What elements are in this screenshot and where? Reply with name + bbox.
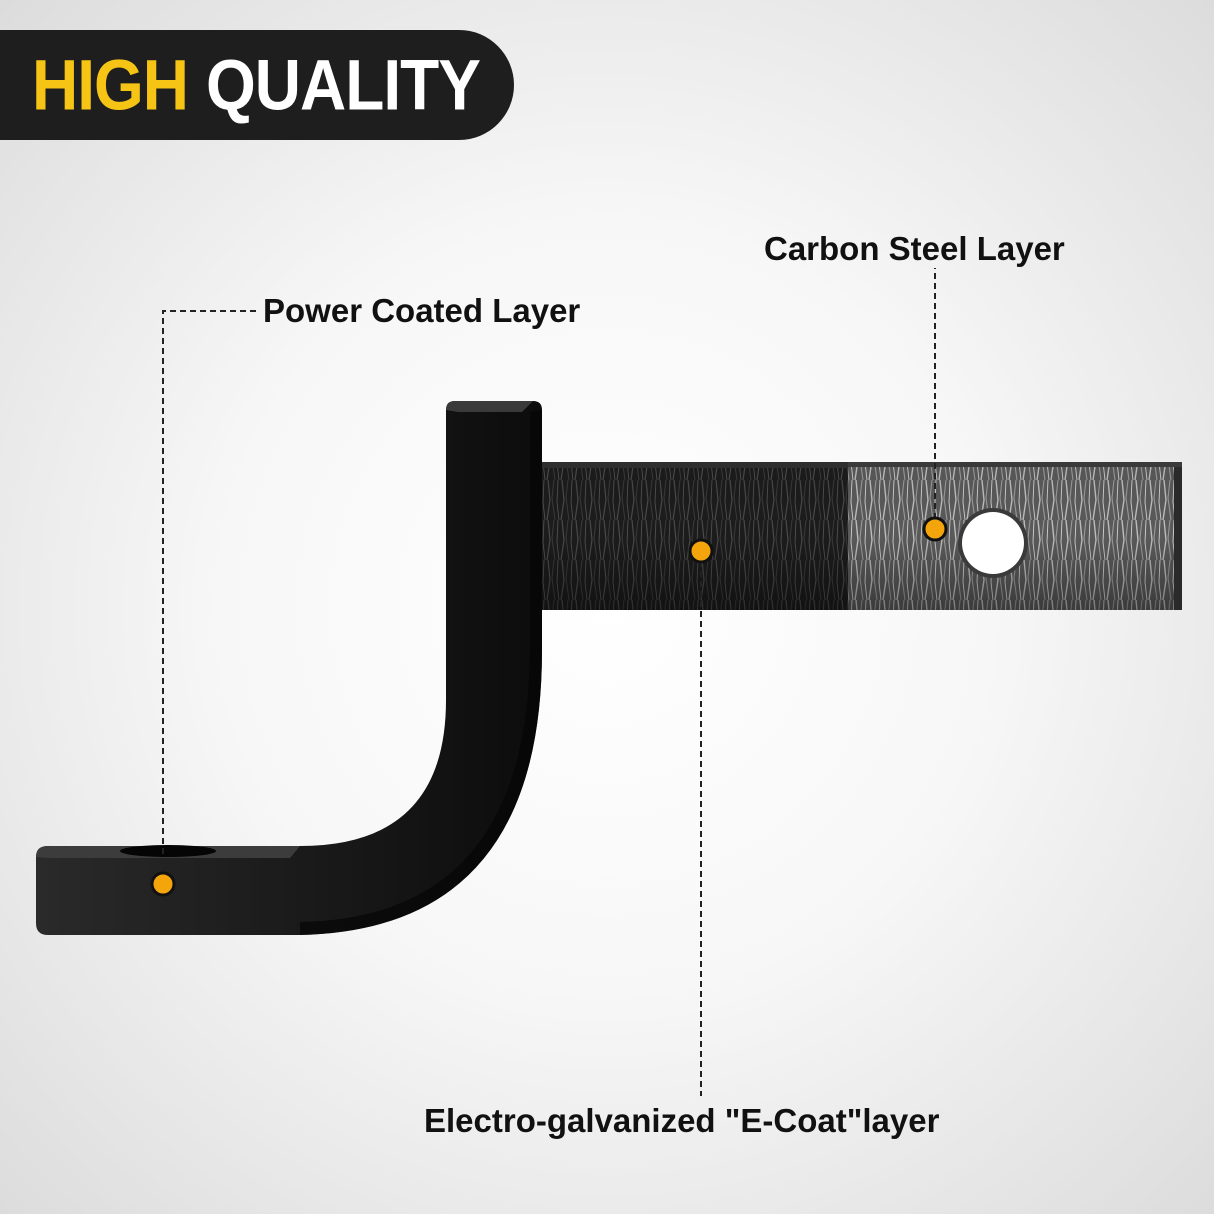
power-coated-marker (150, 871, 176, 897)
carbon-steel-label: Carbon Steel Layer (764, 230, 1065, 267)
banner-highlight-text: HIGH (32, 44, 189, 126)
ecoat-marker (688, 538, 714, 564)
carbon-steel-marker (922, 516, 948, 542)
markers (150, 516, 948, 897)
ecoat-label: Electro-galvanized "E-Coat"layer (424, 1102, 940, 1139)
leader-lines (162, 268, 936, 1096)
banner-text: QUALITY (206, 44, 481, 126)
pin-hole (958, 508, 1028, 578)
drop-bar-body (36, 401, 542, 935)
shank-ecoat-section (540, 462, 848, 610)
power-coated-label: Power Coated Layer (263, 292, 581, 329)
title-banner: HIGH QUALITY (0, 30, 514, 140)
power-coated-leader (162, 310, 258, 884)
